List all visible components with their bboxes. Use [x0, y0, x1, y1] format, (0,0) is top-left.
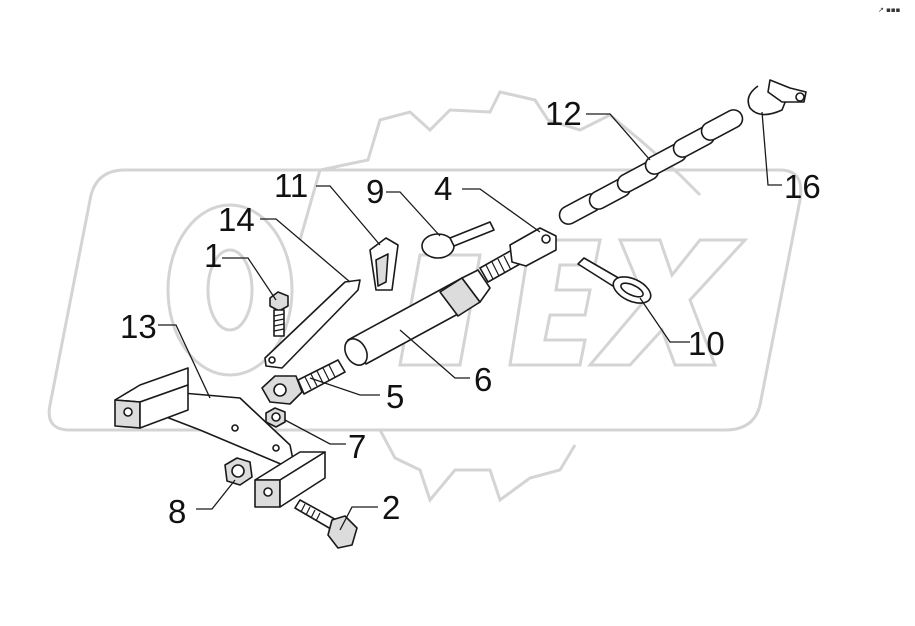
watermark-logo: [47, 90, 803, 504]
callout-10: 10: [688, 325, 725, 362]
hex-nut-part-8: [224, 457, 253, 486]
leader-lines: [158, 111, 782, 531]
chain-part-12: [558, 109, 744, 225]
callout-4: 4: [434, 170, 452, 207]
callout-11: 11: [274, 167, 308, 204]
spring-clip-part-11: [369, 237, 399, 291]
callout-12: 12: [545, 95, 582, 132]
turnbuckle-body-part-6: [344, 269, 491, 366]
callout-14: 14: [218, 201, 255, 238]
pin-with-ring-part-10: [577, 257, 652, 304]
callout-13: 13: [120, 308, 157, 345]
callout-2: 2: [382, 489, 400, 526]
strap-part-14: [264, 279, 361, 369]
callout-labels: 1 2 4 5 6 7 8 9 10 11 12 13 14 16: [120, 95, 821, 530]
crossbar-frame-part-13: [114, 367, 326, 508]
lynch-pin-part-9: [421, 221, 495, 259]
corner-mark: ↗ ▪▪▪: [878, 6, 901, 14]
eye-end-part-5: [261, 359, 346, 405]
washer-part-7: [265, 407, 286, 428]
callout-9: 9: [366, 173, 384, 210]
clevis-part-4: [479, 227, 557, 283]
callout-6: 6: [474, 361, 492, 398]
shackle-part-16: [747, 79, 807, 116]
callout-16: 16: [784, 168, 821, 205]
callout-5: 5: [386, 378, 404, 415]
small-bolt-part-1: [269, 291, 289, 337]
bolt-part-2: [294, 499, 358, 549]
callout-7: 7: [348, 428, 366, 465]
callout-1: 1: [204, 237, 222, 274]
callout-8: 8: [168, 493, 186, 530]
